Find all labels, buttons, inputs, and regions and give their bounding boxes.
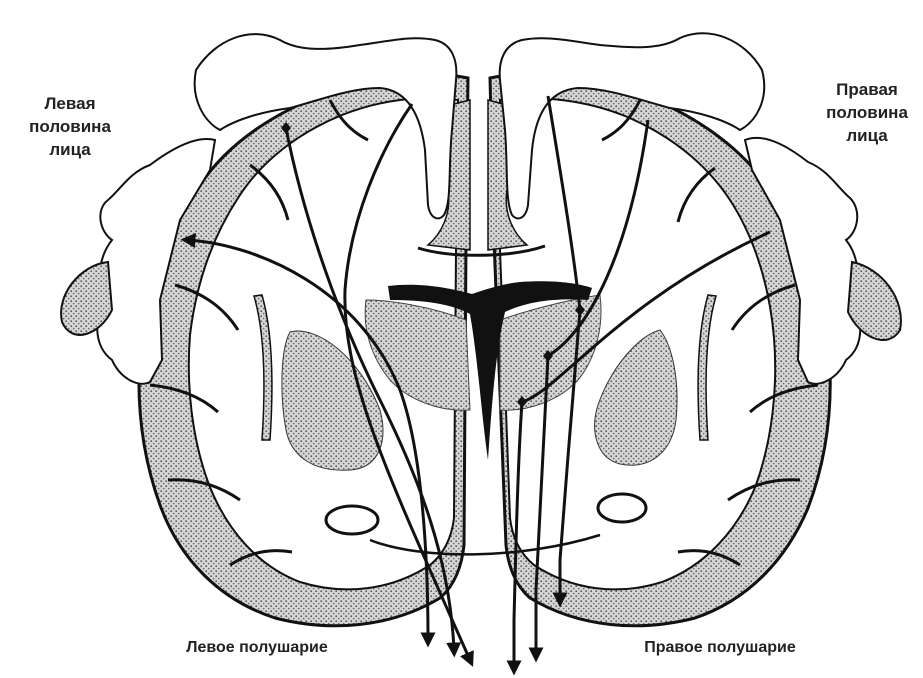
right-face-label: Правая половина лица [812, 78, 922, 147]
right-hemisphere-label-text: Правое полушарие [600, 636, 840, 659]
left-face-label: Левая половина лица [14, 92, 126, 161]
left-face-label-line-3: лица [14, 138, 126, 161]
left-hemisphere-label-text: Левое полушарие [152, 636, 362, 659]
right-face-label-line-2: половина [812, 101, 922, 124]
left-face-label-line-2: половина [14, 115, 126, 138]
left-face-label-line-1: Левая [14, 92, 126, 115]
left-hippocampus [326, 506, 378, 534]
right-face-label-line-1: Правая [812, 78, 922, 101]
right-hippocampus [598, 494, 646, 522]
right-hemisphere-label: Правое полушарие [600, 636, 840, 659]
left-hemisphere-label: Левое полушарие [152, 636, 362, 659]
right-face-label-line-3: лица [812, 124, 922, 147]
